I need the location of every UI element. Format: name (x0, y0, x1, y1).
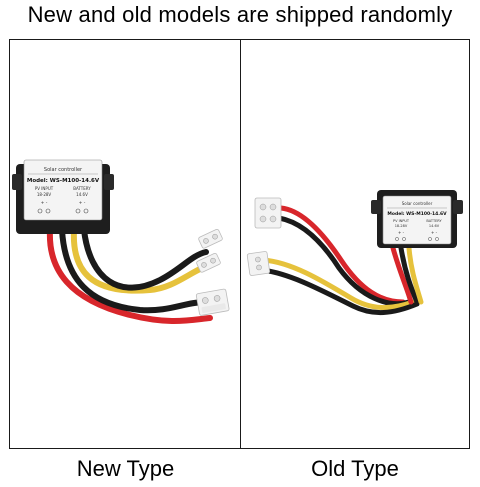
new-type-photo: Solar controller Model: WS-M100-14.6V PV… (12, 159, 230, 324)
old-type-wires (260, 205, 424, 316)
new-device-col1-head: PV INPUT (35, 186, 54, 191)
new-type-caption: New Type (76, 456, 175, 481)
old-type-connectors (246, 197, 282, 276)
new-type-panel: Solar controller Model: WS-M100-14.6V PV… (9, 39, 242, 449)
new-type-connectors (195, 228, 230, 316)
old-type-caption: Old Type (311, 456, 399, 481)
new-device-col2-head: BATTERY (73, 186, 91, 191)
headline: New and old models are shipped randomly (27, 2, 453, 27)
old-type-photo: Solar controller Model: WS-M100-14.6V PV… (246, 190, 463, 316)
old-device-col2-sub: 14.6V (429, 224, 440, 228)
old-device-line1: Solar controller (402, 201, 433, 206)
old-device-col1-sub: 18-28V (395, 224, 408, 228)
new-type-wires (46, 227, 213, 324)
new-device-line1: Solar controller (44, 167, 83, 173)
new-device-col1-pol: + - (41, 200, 48, 206)
old-device-col1-pol: + - (398, 230, 405, 235)
old-device-model: Model: WS-M100-14.6V (387, 211, 447, 217)
old-type-panel: Solar controller Model: WS-M100-14.6V PV… (240, 39, 470, 449)
new-device-col2-pol: + - (79, 200, 86, 206)
old-type-controller: Solar controller Model: WS-M100-14.6V PV… (371, 190, 463, 248)
old-device-col2-pol: + - (431, 230, 438, 235)
old-device-col1-head: PV INPUT (393, 219, 410, 223)
new-device-col1-sub: 18-28V (37, 192, 52, 197)
new-device-model: Model: WS-M100-14.6V (27, 178, 100, 184)
old-device-col2-head: BATTERY (426, 219, 442, 223)
new-type-controller: Solar controller Model: WS-M100-14.6V PV… (12, 159, 114, 234)
new-device-col2-sub: 14.6V (76, 192, 88, 197)
